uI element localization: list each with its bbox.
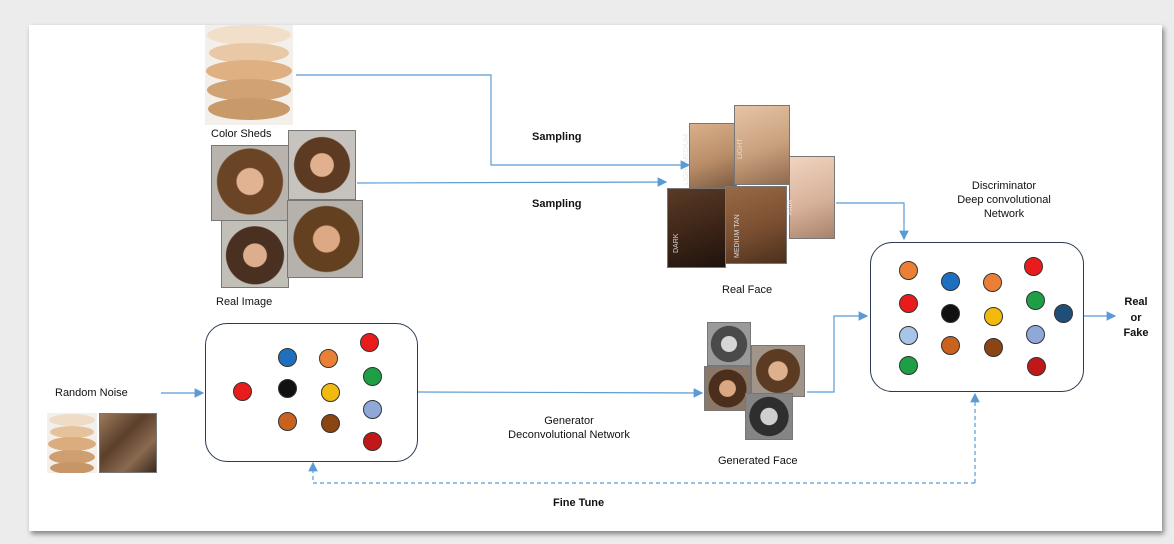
discriminator-node — [983, 273, 1002, 292]
fine-tune-label: Fine Tune — [553, 497, 605, 509]
discriminator-node — [1026, 325, 1045, 344]
real-image-photo-2 — [288, 130, 356, 200]
arrow-real-face-to-discriminator — [836, 202, 909, 241]
color-sheds-label: Color Sheds — [211, 128, 272, 140]
generator-node — [363, 400, 382, 419]
discriminator-label-line1: Discriminator — [971, 180, 1037, 192]
real-face-label: Real Face — [722, 284, 773, 296]
generator-node — [278, 412, 297, 431]
arrow-fine-tune-back — [308, 461, 975, 484]
arrow-real-image-to-real-face — [356, 177, 668, 187]
real-face-light — [734, 105, 790, 185]
output-label-real: Real — [1124, 296, 1148, 308]
generator-node — [278, 348, 297, 367]
real-face-medium-tan — [725, 186, 787, 264]
discriminator-node — [941, 304, 960, 323]
generator-node — [363, 367, 382, 386]
generator-node — [363, 432, 382, 451]
noise-swatch-image — [47, 413, 97, 473]
diagram-canvas: Color Sheds Real Image Random Noise Gene… — [29, 25, 1162, 531]
color-sheds-image — [205, 25, 293, 125]
discriminator-node — [899, 356, 918, 375]
noise-faces-image — [99, 413, 157, 473]
generator-node — [321, 383, 340, 402]
generated-face-2 — [704, 366, 751, 411]
connector-arrows — [161, 74, 1117, 484]
generated-face-4 — [745, 393, 793, 440]
random-noise-label: Random Noise — [55, 387, 128, 399]
arrow-color-sheds-to-real-face — [296, 74, 691, 170]
generator-node — [278, 379, 297, 398]
discriminator-node — [941, 272, 960, 291]
discriminator-label-line2: Deep convolutional — [957, 194, 1051, 206]
generator-node — [233, 382, 252, 401]
real-image-photo-4 — [287, 200, 363, 278]
real-face-fair — [789, 156, 835, 239]
generator-node — [321, 414, 340, 433]
discriminator-node — [941, 336, 960, 355]
discriminator-node — [1026, 291, 1045, 310]
real-image-photo-3 — [221, 220, 289, 288]
output-label-fake: Fake — [1123, 327, 1149, 339]
sampling-label-2: Sampling — [532, 198, 582, 210]
real-image-label: Real Image — [216, 296, 273, 308]
discriminator-node — [1024, 257, 1043, 276]
arrow-generator-to-generated-face — [417, 388, 704, 398]
generated-face-label: Generated Face — [718, 455, 798, 467]
output-label-or: or — [1130, 312, 1142, 324]
discriminator-node — [899, 326, 918, 345]
arrow-generated-face-to-discriminator — [807, 311, 869, 393]
discriminator-node — [984, 338, 1003, 357]
discriminator-label-line3: Network — [983, 208, 1025, 220]
discriminator-node — [1054, 304, 1073, 323]
generated-face-1 — [707, 322, 751, 366]
sampling-label-1: Sampling — [532, 131, 582, 143]
discriminator-node — [984, 307, 1003, 326]
discriminator-node — [899, 294, 918, 313]
generator-node — [360, 333, 379, 352]
discriminator-node — [899, 261, 918, 280]
generator-label-line1: Generator — [544, 415, 594, 427]
generator-label-line2: Deconvolutional Network — [508, 429, 630, 441]
generator-node — [319, 349, 338, 368]
discriminator-node — [1027, 357, 1046, 376]
